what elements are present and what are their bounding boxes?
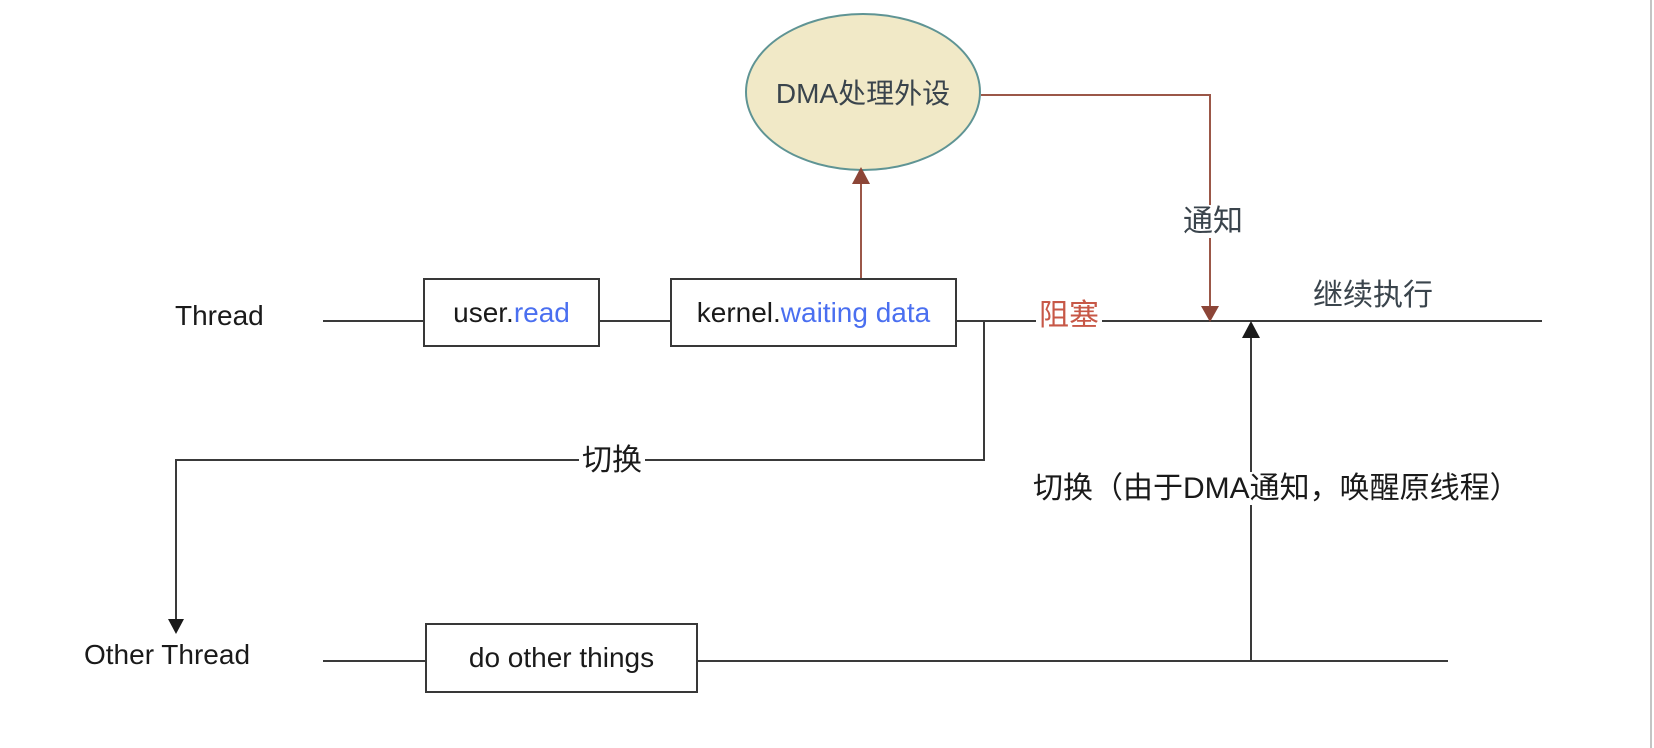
user-read-box-action: read — [513, 296, 570, 328]
kernel-to-dma-arrow-line — [860, 184, 862, 278]
switch-away-label: 切换 — [579, 444, 645, 477]
dma-notify-arrowhead — [1201, 306, 1219, 322]
switch-back-label: 切换（由于DMA通知，唤醒原线程） — [1030, 472, 1523, 505]
kernel-to-dma-arrowhead — [852, 167, 870, 184]
thread-label: Thread — [175, 300, 264, 331]
page-edge-line — [1650, 0, 1652, 748]
dma-notify-connector-vertical — [1209, 94, 1211, 306]
kernel-waiting-box: kernel. waiting data — [670, 278, 957, 347]
switch-down-line — [175, 459, 177, 620]
user-read-box-prefix: user. — [453, 296, 514, 328]
blocked-label: 阻塞 — [1036, 299, 1102, 332]
other-thread-timeline — [323, 660, 1448, 662]
dma-ellipse-label: DMA处理外设 — [775, 78, 951, 109]
dma-notify-connector-horizontal — [981, 94, 1211, 96]
notify-label: 通知 — [1180, 205, 1246, 238]
user-read-box: user. read — [423, 278, 600, 347]
other-thread-label: Other Thread — [84, 639, 251, 670]
continue-exec-label: 继续执行 — [1313, 279, 1433, 312]
kernel-waiting-box-prefix: kernel. — [696, 296, 781, 328]
switch-down-arrowhead — [168, 619, 184, 634]
switch-drop-line — [983, 322, 985, 461]
dma-ellipse-node: DMA处理外设 — [745, 13, 981, 171]
do-other-things-box: do other things — [425, 623, 698, 693]
switch-back-arrowhead — [1242, 321, 1260, 338]
do-other-things-label: do other things — [468, 642, 655, 673]
kernel-waiting-box-action: waiting data — [780, 296, 931, 328]
